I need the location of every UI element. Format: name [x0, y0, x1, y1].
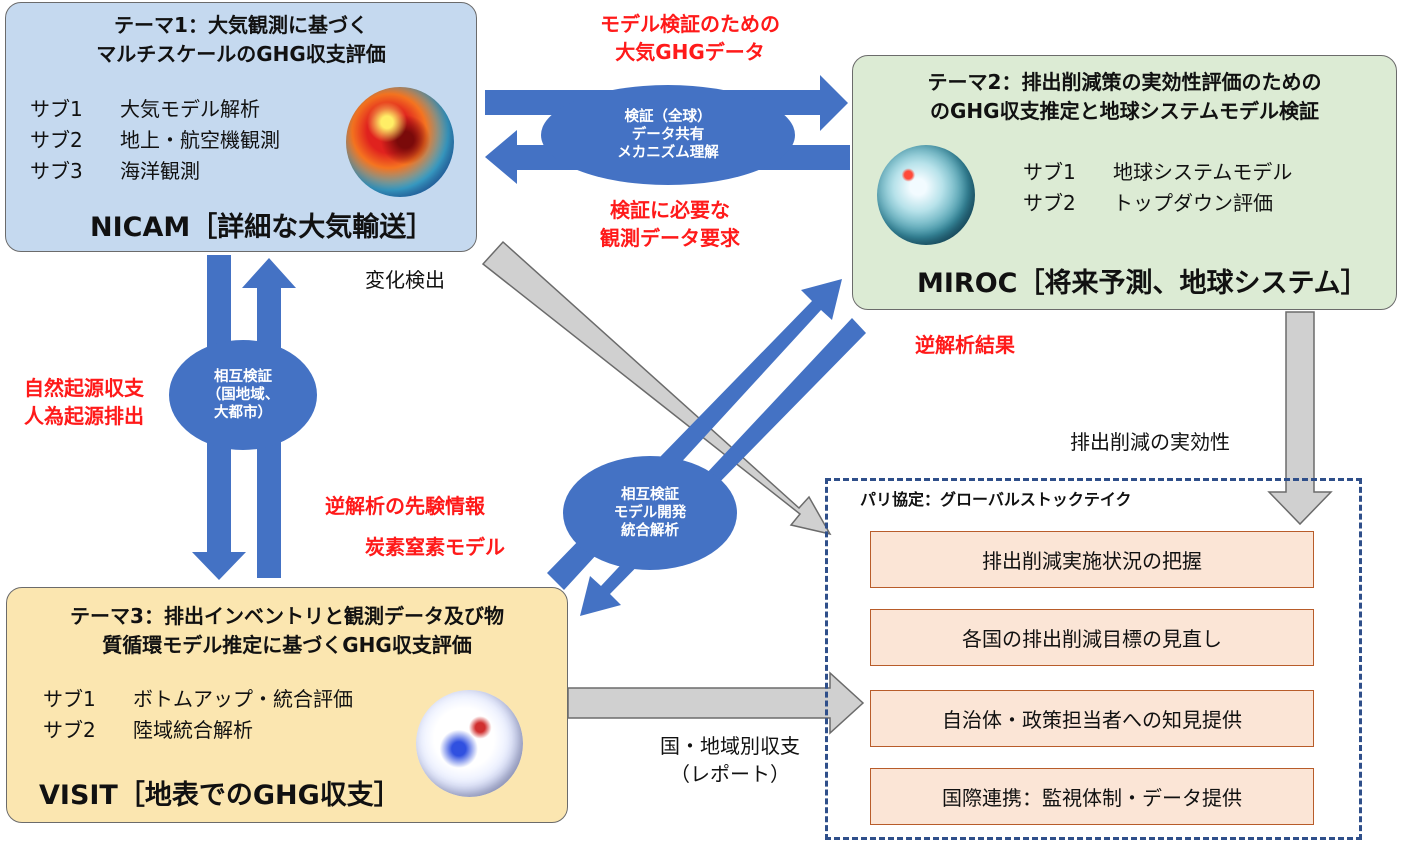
sub-label: ボトムアップ・統合評価	[133, 687, 353, 711]
sub-label: 陸域統合解析	[133, 718, 253, 742]
miroc-globe-image	[877, 145, 975, 245]
theme1-sub-item: サブ1 大気モデル解析	[30, 94, 280, 125]
theme3-sub-item: サブ2 陸域統合解析	[43, 715, 353, 746]
theme2-sub-item: サブ2 トップダウン評価	[1023, 188, 1292, 219]
ellipse-middle	[563, 456, 737, 570]
ellipse-left-text: 相互検証 （国地域、 大都市）	[206, 369, 280, 421]
theme1-sub-item: サブ2 地上・航空機観測	[30, 125, 280, 156]
sub-label: 地球システムモデル	[1113, 160, 1293, 184]
ellipse-top	[541, 85, 795, 185]
ellipse-left	[169, 340, 317, 450]
paris-item: 各国の排出削減目標の見直し	[870, 609, 1314, 666]
label-model-validation-data: モデル検証のための 大気GHGデータ	[600, 12, 780, 64]
nicam-globe-image	[346, 87, 454, 197]
sub-number: サブ2	[30, 128, 83, 152]
sub-number: サブ1	[43, 687, 96, 711]
paris-item: 国際連携：監視体制・データ提供	[870, 768, 1314, 825]
theme2-model-name: MIROC［将来予測、地球システム］	[917, 268, 1368, 299]
arrow-change-detection	[481, 240, 832, 536]
paris-item: 自治体・政策担当者への知見提供	[870, 690, 1314, 747]
theme1-sub-list: サブ1 大気モデル解析 サブ2 地上・航空機観測 サブ3 海洋観測	[30, 94, 280, 187]
theme1-title: テーマ1：大気観測に基づく マルチスケールのGHG収支評価	[96, 13, 386, 66]
label-prior-information: 逆解析の先験情報	[325, 494, 485, 518]
label-carbon-nitrogen-model: 炭素窒素モデル	[365, 535, 505, 559]
theme2-sub-list: サブ1 地球システムモデル サブ2 トップダウン評価	[1023, 157, 1292, 219]
sub-label: 大気モデル解析	[120, 97, 260, 121]
theme3-sub-list: サブ1 ボトムアップ・統合評価 サブ2 陸域統合解析	[43, 684, 353, 746]
theme2-title: テーマ2：排出削減策の実効性評価のための のGHG収支推定と地球システムモデル検…	[927, 70, 1322, 123]
sub-number: サブ2	[43, 718, 96, 742]
theme3-title: テーマ3：排出インベントリと観測データ及び物 質循環モデル推定に基づくGHG収支…	[70, 604, 504, 657]
theme1-sub-item: サブ3 海洋観測	[30, 156, 280, 187]
theme2-sub-item: サブ1 地球システムモデル	[1023, 157, 1292, 188]
label-change-detection: 変化検出	[365, 268, 445, 292]
sub-label: トップダウン評価	[1113, 191, 1273, 215]
label-observation-request: 検証に必要な 観測データ要求	[600, 198, 740, 250]
sub-number: サブ1	[1023, 160, 1076, 184]
label-inverse-result: 逆解析結果	[915, 333, 1015, 357]
paris-item: 排出削減実施状況の把握	[870, 531, 1314, 588]
sub-number: サブ1	[30, 97, 83, 121]
paris-agreement-title: パリ協定：グローバルストックテイク	[860, 490, 1132, 509]
theme1-model-name: NICAM［詳細な大気輸送］	[90, 212, 434, 243]
paris-agreement-box	[825, 478, 1362, 840]
sub-label: 地上・航空機観測	[120, 128, 280, 152]
theme3-model-name: VISIT［地表でのGHG収支］	[39, 780, 401, 811]
sub-label: 海洋観測	[120, 159, 200, 183]
ellipse-middle-text: 相互検証 モデル開発 統合解析	[613, 487, 687, 539]
theme2-box: テーマ2：排出削減策の実効性評価のための のGHG収支推定と地球システムモデル検…	[852, 55, 1397, 310]
sub-number: サブ2	[1023, 191, 1076, 215]
arrow-theme3-to-paris	[567, 671, 865, 735]
visit-globe-image	[416, 690, 523, 797]
label-reduction-effectiveness: 排出削減の実効性	[1070, 430, 1230, 454]
label-country-budget: 国・地域別収支 （レポート）	[660, 734, 800, 786]
label-natural-anthropogenic: 自然起源収支 人為起源排出	[24, 376, 144, 428]
sub-number: サブ3	[30, 159, 83, 183]
theme3-sub-item: サブ1 ボトムアップ・統合評価	[43, 684, 353, 715]
arrow-miroc-to-paris	[1267, 311, 1333, 526]
ellipse-top-text: 検証（全球） データ共有 メカニズム理解	[617, 109, 719, 161]
